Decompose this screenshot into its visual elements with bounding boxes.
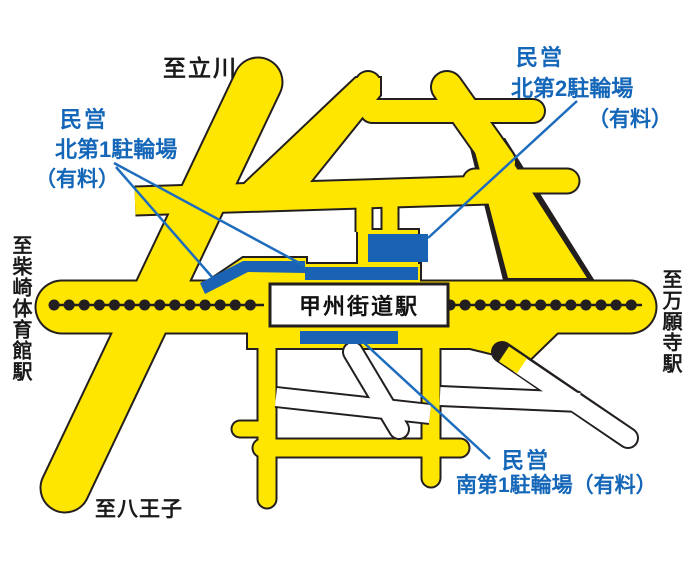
parking-south1-operator-label: 民営 [502, 448, 551, 473]
parking-north1-operator-label: 民営 [60, 107, 109, 132]
parking-north1-fee-label: （有料） [35, 168, 119, 191]
leader-north2 [427, 100, 578, 239]
station-name-label: 甲州街道駅 [298, 294, 419, 319]
parking-north2-name-label: 北第2駐輪場 [511, 76, 634, 101]
leader-north1-a [113, 161, 304, 267]
parking-north1-marker [200, 261, 305, 294]
parking-north1-name-label: 北第1駐輪場 [55, 137, 178, 162]
white-roads [274, 341, 639, 449]
leader-north1-b [115, 166, 213, 278]
parking-north2-marker [368, 234, 428, 262]
parking-south1-name-label: 南第1駐輪場（有料） [456, 474, 657, 497]
dest-hachioji-label: 至八王子 [95, 498, 183, 521]
dest-tachikawa-label: 至立川 [163, 55, 238, 81]
parking-north2-operator-label: 民営 [516, 45, 565, 70]
station-box [268, 282, 450, 328]
parking-markers [200, 234, 428, 344]
parking-south1-marker [300, 331, 398, 344]
dest-shibasaki-label: 至柴崎体育館駅 [9, 235, 31, 382]
parking-north1-strip-marker [305, 267, 418, 280]
leader-south1 [361, 340, 491, 460]
leader-lines [113, 100, 578, 460]
dest-manganji-label: 至万願寺駅 [659, 269, 681, 374]
parking-north2-fee-label: （有料） [588, 108, 672, 131]
